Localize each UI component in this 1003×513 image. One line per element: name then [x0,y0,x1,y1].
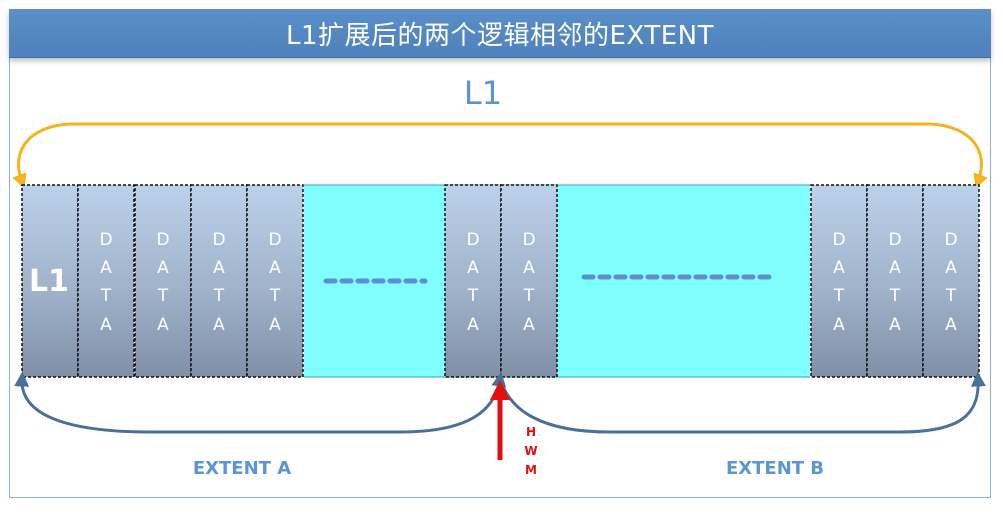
data-block-letter: D [156,230,169,250]
extent-a-label: EXTENT A [193,458,291,479]
data-block-letter: A [157,258,169,278]
data-block-letter: A [889,315,901,335]
title-bar: L1扩展后的两个逻辑相邻的EXTENT [9,9,991,58]
data-block-letter: D [888,230,901,250]
data-block-letter: T [100,286,112,306]
data-block-letter: A [100,315,112,335]
data-block-letter: T [213,286,225,306]
extent-a-arrow [14,371,507,434]
data-block-letter: T [467,286,479,306]
data-block-letter: T [889,286,901,306]
extent-b-label: EXTENT B [726,458,824,479]
hwm-letter-w: W [524,444,537,458]
data-block-letter: A [945,315,957,335]
data-block-letter: D [99,230,112,250]
data-block-letter: A [467,258,479,278]
data-block-letter: D [268,230,281,250]
page-title: L1扩展后的两个逻辑相邻的EXTENT [286,20,714,51]
data-block-letter: D [522,230,535,250]
data-block-letter: A [523,315,535,335]
data-block-letter: T [833,286,845,306]
data-block-letter: T [269,286,281,306]
data-block-letter: D [944,230,957,250]
data-block-letter: A [213,315,225,335]
data-block-letter: A [889,258,901,278]
data-block-letter: D [466,230,479,250]
l1-block-label: L1 [29,264,69,299]
data-block-letter: T [157,286,169,306]
data-block-letter: D [832,230,845,250]
top-span-arrow [12,122,988,190]
data-block-letter: A [523,258,535,278]
data-block-letter: A [945,258,957,278]
extent-b-arrow [498,371,986,434]
data-block-letter: A [833,315,845,335]
data-block-letter: A [269,258,281,278]
gap-region-2 [557,185,810,377]
data-block-letter: A [157,315,169,335]
data-block-letter: A [100,258,112,278]
data-block-letter: A [269,315,281,335]
data-block-letter: T [945,286,957,306]
l1-block: L1 [21,184,79,378]
hwm-letter-m: M [525,463,537,477]
top-span-label: L1 [464,74,502,112]
data-block-letter: A [467,315,479,335]
data-block-letter: A [833,258,845,278]
data-block-letter: T [523,286,535,306]
data-block-letter: D [212,230,225,250]
hwm-letter-h: H [526,425,536,439]
data-block-letter: A [213,258,225,278]
